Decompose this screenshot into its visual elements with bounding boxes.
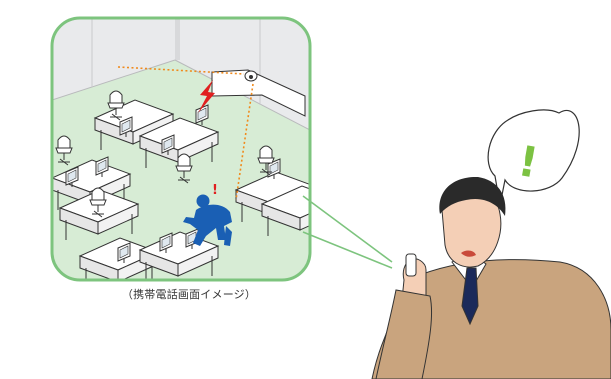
intruder-figure: ! xyxy=(183,183,232,246)
screen-connector xyxy=(302,195,393,269)
businessman xyxy=(371,176,611,379)
speech-bubble: ! xyxy=(487,109,580,206)
phone-screen: ! xyxy=(50,16,312,282)
laser-beams xyxy=(117,66,254,201)
monitoring-camera-icon xyxy=(244,70,258,82)
phone-screen-caption: （携帯電話画面イメージ） xyxy=(121,288,257,301)
alarm-bolt-icon xyxy=(198,80,215,113)
intruder-exclaim: ! xyxy=(212,183,218,198)
